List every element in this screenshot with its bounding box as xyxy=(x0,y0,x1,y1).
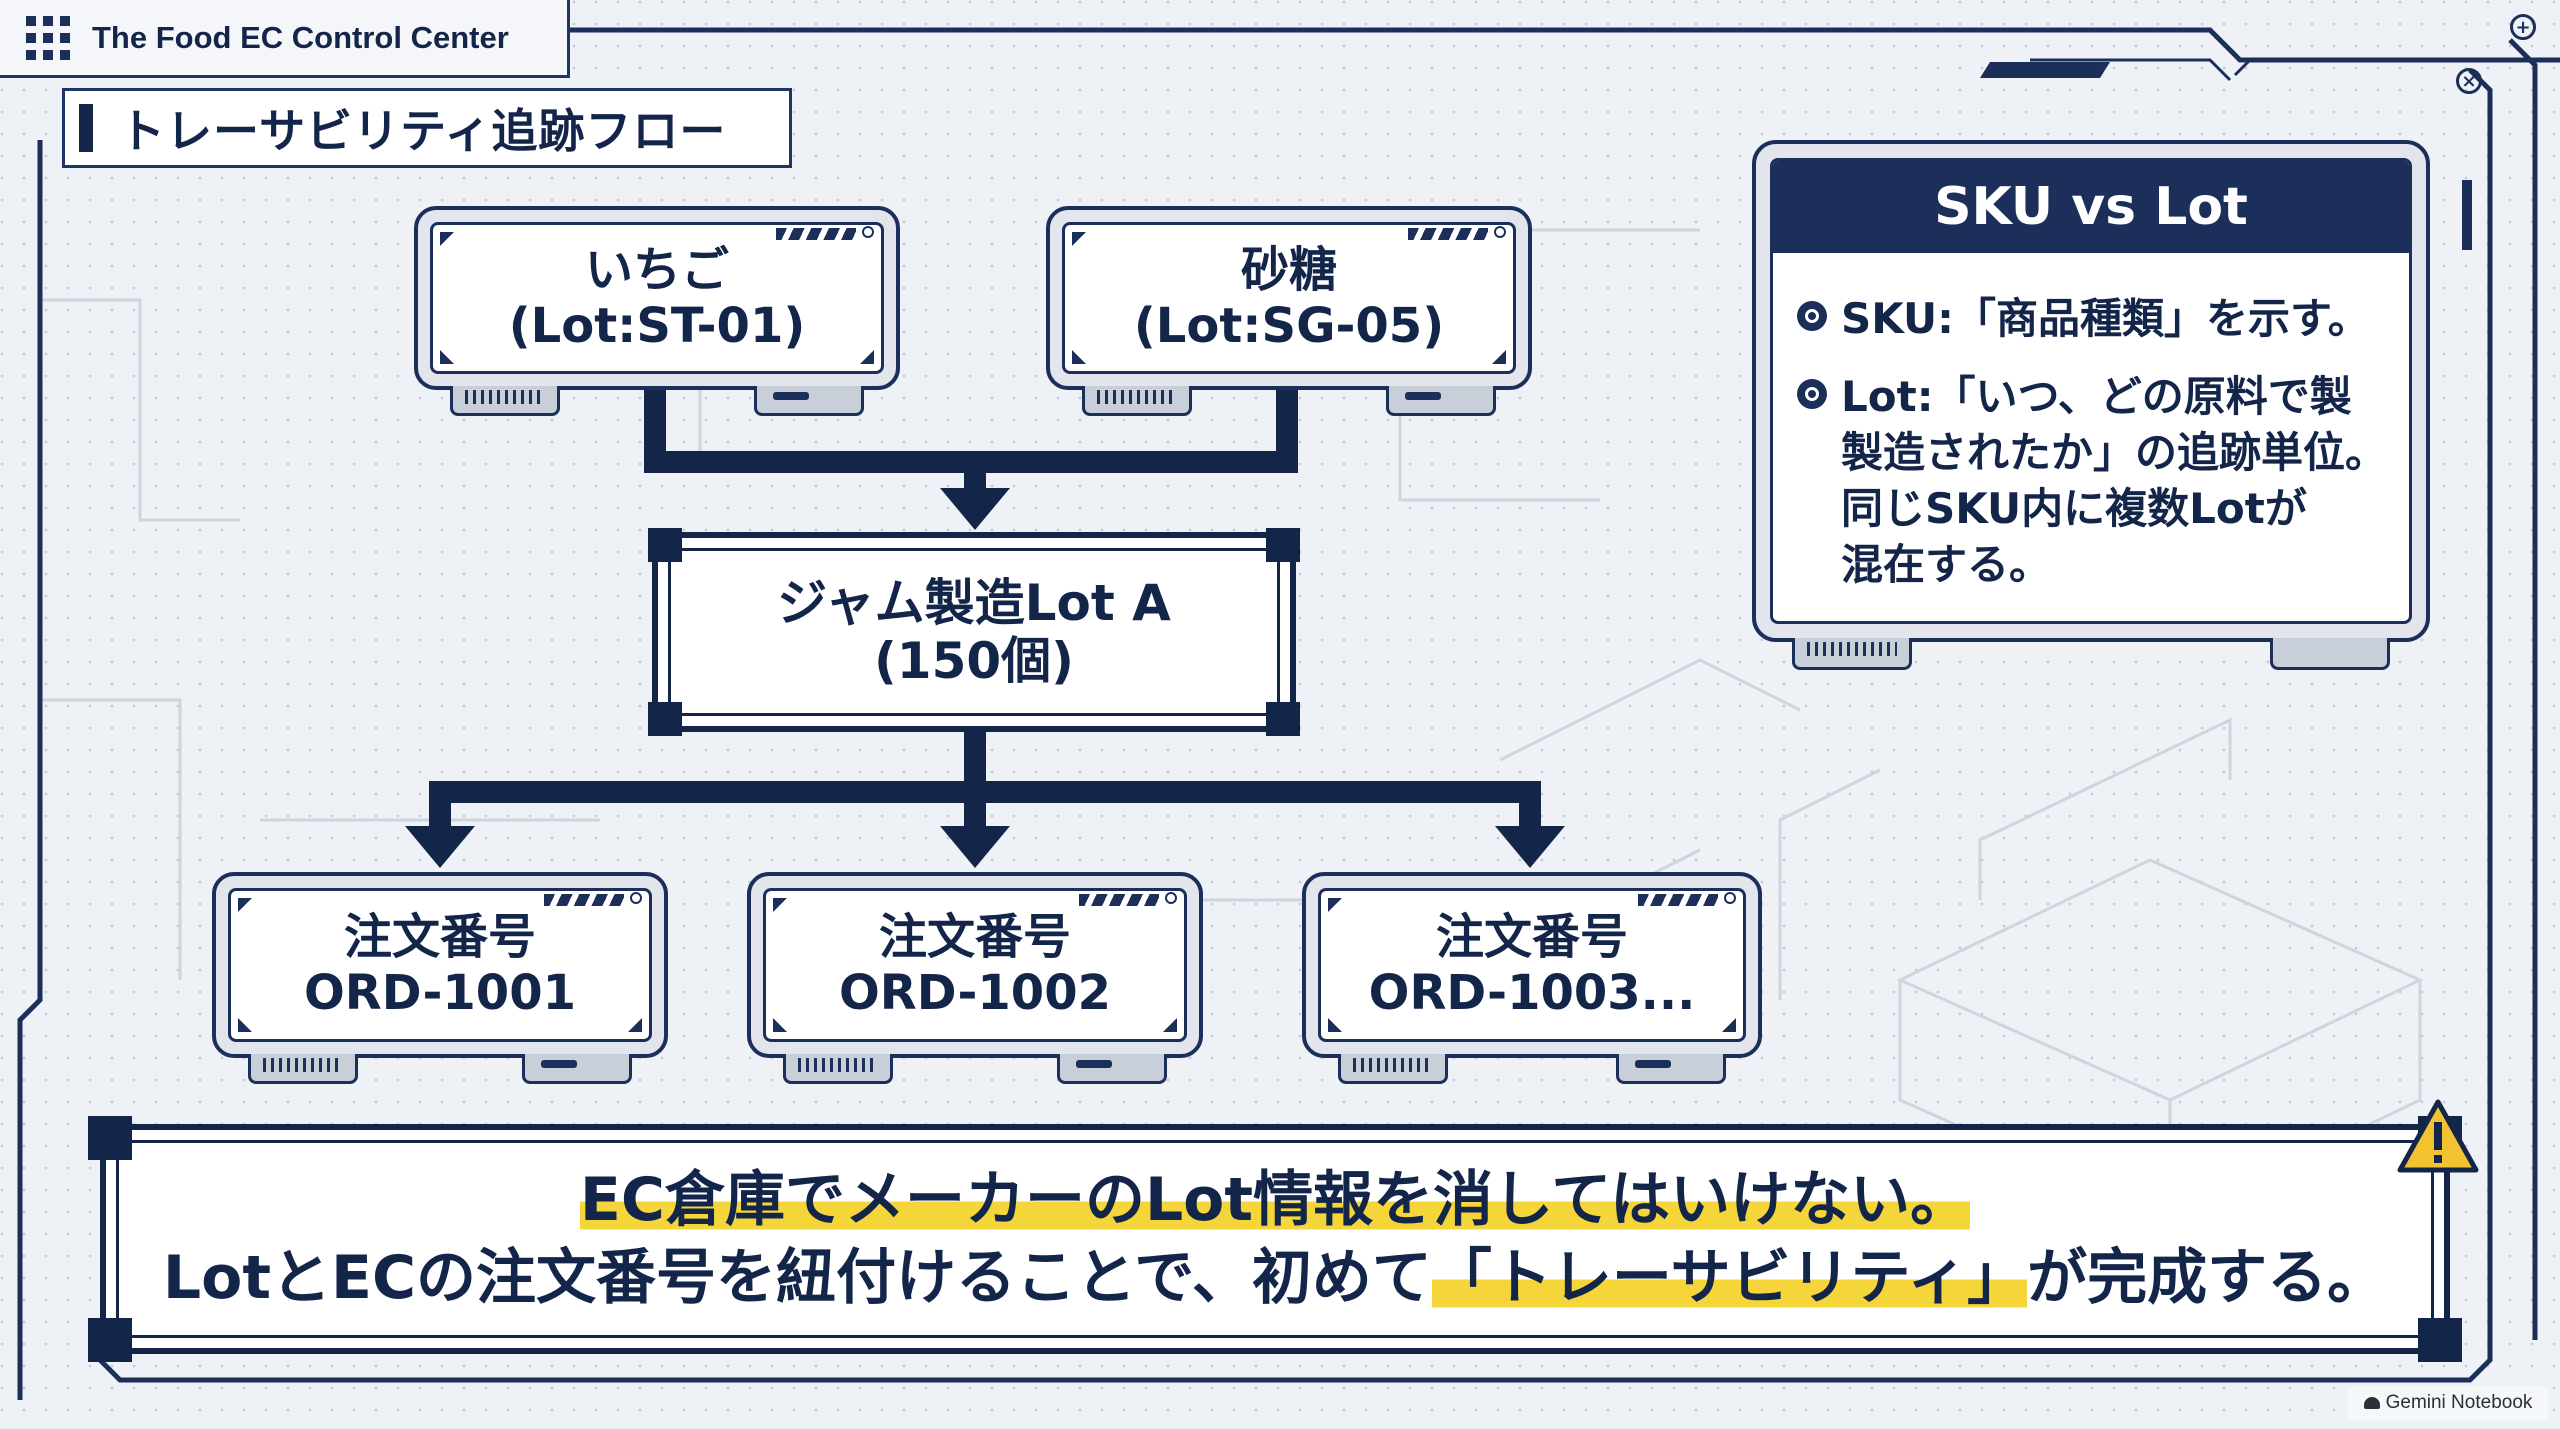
watermark: Gemini Notebook xyxy=(2348,1386,2548,1420)
vent-icon xyxy=(1082,386,1192,416)
grid-menu-icon[interactable] xyxy=(26,15,70,60)
vent-icon xyxy=(1792,638,1912,670)
vent-icon xyxy=(783,1054,893,1084)
arrow-down-icon xyxy=(940,488,1010,530)
section-title-text: トレーサビリティ追跡フロー xyxy=(119,104,727,158)
status-led-icon xyxy=(1494,226,1506,238)
lot-definition-text: Lot:「いつ、どの原料で製 製造されたか」の追跡単位。 同じSKU内に複数Lo… xyxy=(1841,372,2388,589)
port-icon xyxy=(1057,1054,1167,1084)
port-icon xyxy=(754,386,864,416)
batch-name: ジャム製造Lot A xyxy=(777,574,1171,632)
sku-vs-lot-panel: SKU vs Lot SKU:「商品種類」を示す。 Lot:「いつ、どの原料で製… xyxy=(1752,140,2430,670)
notebook-icon xyxy=(2363,1397,2380,1409)
app-title: The Food EC Control Center xyxy=(92,19,509,55)
order-number: ORD-1002 xyxy=(838,965,1111,1021)
watermark-text: Gemini Notebook xyxy=(2385,1392,2533,1413)
batch-quantity: (150個) xyxy=(873,632,1075,690)
material-node-strawberry: いちご (Lot:ST-01) xyxy=(414,206,900,416)
title-accent-bar xyxy=(79,104,93,152)
arrow-down-icon xyxy=(1495,826,1565,868)
app-header: The Food EC Control Center xyxy=(0,0,570,78)
close-icon[interactable]: × xyxy=(2456,68,2482,94)
order-label: 注文番号 xyxy=(878,909,1071,965)
message-line-1: EC倉庫でメーカーのLot情報を消してはいけない。 xyxy=(579,1161,1971,1239)
vent-icon xyxy=(450,386,560,416)
material-name: 砂糖 xyxy=(1240,242,1337,298)
material-lot: (Lot:ST-01) xyxy=(508,298,806,354)
arrow-down-icon xyxy=(940,826,1010,868)
sku-definition-text: SKU:「商品種類」を示す。 xyxy=(1841,294,2370,343)
message-line-2: LotとECの注文番号を紐付けることで、初めて「トレーサビリティ」が完成する。 xyxy=(162,1243,2388,1313)
add-icon[interactable]: + xyxy=(2510,14,2536,40)
status-led-icon xyxy=(862,226,874,238)
order-node-1003: 注文番号 ORD-1003... xyxy=(1302,872,1762,1084)
bullet-icon xyxy=(1797,301,1827,331)
order-label: 注文番号 xyxy=(343,909,536,965)
section-title: トレーサビリティ追跡フロー xyxy=(62,88,792,168)
vent-icon xyxy=(1338,1054,1448,1084)
status-led-icon xyxy=(1165,892,1177,904)
order-node-1002: 注文番号 ORD-1002 xyxy=(747,872,1203,1084)
arrow-down-icon xyxy=(405,826,475,868)
order-number: ORD-1001 xyxy=(303,965,576,1021)
material-name: いちご xyxy=(584,242,729,298)
message-highlight: 「トレーサビリティ」 xyxy=(1431,1243,2028,1313)
warning-icon xyxy=(2397,1099,2479,1173)
key-message-box: EC倉庫でメーカーのLot情報を消してはいけない。 LotとECの注文番号を紐付… xyxy=(88,1116,2462,1362)
order-node-1001: 注文番号 ORD-1001 xyxy=(212,872,668,1084)
status-led-icon xyxy=(1724,892,1736,904)
material-lot: (Lot:SG-05) xyxy=(1133,298,1445,354)
bullet-icon xyxy=(1797,379,1827,409)
port-icon xyxy=(522,1054,632,1084)
vent-icon xyxy=(248,1054,358,1084)
sku-definition-item: SKU:「商品種類」を示す。 xyxy=(1797,291,2389,347)
lot-definition-item: Lot:「いつ、どの原料で製 製造されたか」の追跡単位。 同じSKU内に複数Lo… xyxy=(1797,369,2389,593)
sku-panel-title: SKU vs Lot xyxy=(1934,177,2248,237)
batch-node-jam-lot: ジャム製造Lot A (150個) xyxy=(648,528,1300,736)
port-icon xyxy=(1616,1054,1726,1084)
order-number: ORD-1003... xyxy=(1368,965,1696,1021)
status-led-icon xyxy=(630,892,642,904)
port-icon xyxy=(2270,638,2390,670)
material-node-sugar: 砂糖 (Lot:SG-05) xyxy=(1046,206,1532,416)
order-label: 注文番号 xyxy=(1435,909,1628,965)
port-icon xyxy=(1386,386,1496,416)
message-highlight: EC倉庫でメーカーのLot情報を消してはいけない。 xyxy=(579,1165,1971,1235)
sku-panel-header: SKU vs Lot xyxy=(1773,161,2409,253)
